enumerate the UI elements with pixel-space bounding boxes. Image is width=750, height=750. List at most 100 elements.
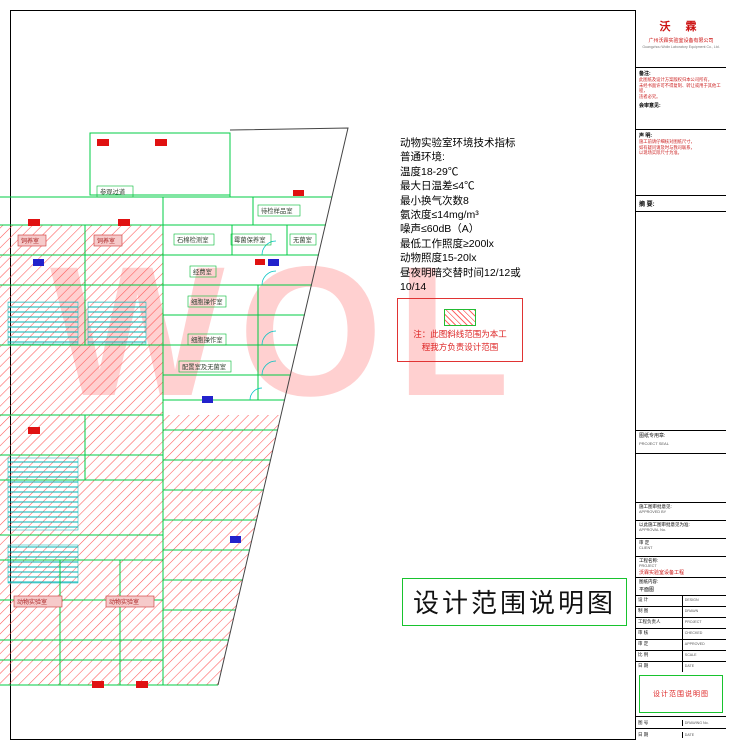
seal-label-en: PROJECT SEAL	[639, 441, 669, 446]
room-label: 经费室	[193, 267, 212, 276]
review-label: 会审意见:	[639, 103, 661, 110]
blue-door-markers	[33, 259, 279, 543]
signature-row: 审 定 APPROVED	[636, 639, 726, 650]
animal-rack-equipment	[7, 301, 147, 584]
room-label: 细胞操作室	[191, 297, 222, 306]
room-label: 动物实验室	[17, 598, 47, 606]
field-label-en: CLIENT	[639, 546, 653, 550]
drawing-title-box: 设计范围说明图	[402, 578, 628, 626]
company-logo-block: 沃 霖 广州沃霖实验室设备有限公司 Guangzhou Wolin Labora…	[636, 10, 726, 68]
field-row: 施工图审批意见: APPROVED BY	[636, 502, 726, 520]
statement-label: 声 明:	[639, 133, 653, 139]
signature-row: 设 计 DESIGN	[636, 595, 726, 606]
red-door-markers	[28, 139, 304, 688]
signature-label-en: SCALE	[684, 653, 697, 657]
signature-label: 制 图	[636, 607, 683, 617]
field-row: 工程名称: PROJECT 沃霖实验室设备工程	[636, 556, 726, 577]
legend-note-line2: 程我方负责设计范围	[421, 341, 499, 352]
signature-label-en: CHECKED	[684, 631, 703, 635]
door-arcs	[249, 240, 277, 401]
empty-area	[636, 212, 726, 430]
bottom-label: 日 期	[636, 731, 683, 738]
signature-row: 日 期 DATE	[636, 661, 726, 672]
bottom-label-en: DRAWING No.	[684, 720, 709, 725]
field-row: 图纸内容: 平面图	[636, 577, 726, 595]
seal-section: 图纸专用章: PROJECT SEAL	[636, 430, 726, 454]
signature-row: 审 核 CHECKED	[636, 628, 726, 639]
field-label-en: APPROVAL No.	[639, 528, 667, 532]
signature-row: 比 例 SCALE	[636, 650, 726, 661]
signature-label-en: DATE	[684, 664, 695, 668]
signature-label: 比 例	[636, 651, 683, 661]
abstract-label: 摘 要:	[636, 196, 726, 212]
field-label: 审 定	[639, 540, 650, 545]
room-label: 霉菌保养室	[234, 235, 265, 244]
note-line: 违者必究。	[639, 93, 661, 99]
company-name: 广州沃霖实验室设备有限公司	[648, 38, 714, 44]
sheet-content-value: 平面图	[639, 587, 655, 593]
spec-line: 氨浓度≤14mg/m³	[400, 209, 479, 222]
room-label: 饲养室	[21, 237, 39, 245]
room-label: 参观过道	[100, 187, 126, 196]
room-labels: 参观过道 待检样品室 石棉检测室 霉菌保养室 无菌室 经费室 细胞操作室 细胞操…	[17, 187, 312, 606]
project-name-value: 沃霖实验室设备工程	[639, 570, 685, 576]
statement-section: 声 明: 施工前请仔细核对图纸尺寸， 如有疑问请及时与我司联系， 以现场实际尺寸…	[636, 130, 726, 196]
note-line: 未经书面许可不得复制、转让或用于其他工程，	[639, 82, 721, 94]
statement-line: 如有疑问请及时与我司联系，	[639, 144, 695, 150]
bottom-label: 图 号	[636, 719, 683, 726]
company-logo: 沃 霖	[659, 21, 703, 33]
empty-area	[636, 454, 726, 502]
plan-walls	[0, 132, 332, 686]
room-label: 动物实验室	[109, 598, 139, 606]
drawing-title: 设计范围说明图	[413, 588, 617, 618]
spec-line: 动物实验室环境技术指标	[400, 137, 516, 149]
room-label-boxes	[13, 185, 317, 608]
signature-label: 工程负责人	[636, 618, 683, 628]
signature-label-en: DESIGN	[684, 598, 699, 602]
spec-line: 温度18-29℃	[400, 165, 459, 178]
room-label: 无菌室	[293, 235, 312, 244]
company-name-en: Guangzhou Wolin Laboratory Equipment Co.…	[642, 45, 720, 49]
field-label-en: APPROVED BY	[639, 510, 667, 514]
site-boundary-line	[217, 127, 349, 686]
signature-label: 审 定	[636, 640, 683, 650]
bottom-row: 图 号 DRAWING No.	[636, 716, 726, 728]
room-label: 细胞操作室	[191, 335, 222, 344]
sheet-title: 设计范围说明图	[653, 691, 709, 698]
signature-label: 设 计	[636, 596, 683, 606]
spec-line: 噪声≤60dB（A）	[400, 223, 480, 236]
statement-line: 施工前请仔细核对图纸尺寸，	[639, 139, 695, 144]
notes-label: 备注:	[639, 71, 651, 77]
room-label: 饲养室	[97, 237, 115, 245]
field-label: 施工图审批意见:	[639, 504, 672, 509]
field-label: 工程名称:	[639, 558, 659, 563]
spec-line: 最大日温差≤4℃	[400, 180, 475, 193]
field-row: 以此施工图审批意见为准: APPROVAL No.	[636, 520, 726, 538]
spec-line: 动物照度15-20lx	[400, 252, 477, 265]
spec-line: 昼夜明暗交替时间12/12或	[400, 266, 521, 279]
seal-label: 图纸专用章:	[639, 433, 666, 439]
bottom-label-en: DATE	[684, 732, 695, 737]
notes-section: 备注: 此图纸及设计方案版权归本公司所有， 未经书面许可不得复制、转让或用于其他…	[636, 68, 726, 130]
field-label: 图纸内容:	[639, 579, 659, 584]
note-line: 此图纸及设计方案版权归本公司所有，	[639, 77, 713, 82]
signature-label: 日 期	[636, 662, 683, 672]
field-label-en: PROJECT	[639, 564, 657, 568]
signature-label-en: DRAWN	[684, 609, 699, 613]
legend-box: 注：此图斜线范围为本工 程我方负责设计范围	[397, 298, 523, 362]
spec-text-block: 动物实验室环境技术指标 普通环境: 温度18-29℃ 最大日温差≤4℃ 最小换气…	[400, 136, 580, 294]
spec-line: 最小换气次数8	[400, 194, 469, 207]
spec-line: 10/14	[400, 281, 427, 294]
legend-note-line1: 注：此图斜线范围为本工	[413, 328, 507, 339]
signature-row: 制 图 DRAWN	[636, 606, 726, 617]
bottom-row: 日 期 DATE	[636, 728, 726, 740]
room-label: 石棉检测室	[177, 235, 208, 244]
field-row: 审 定 CLIENT	[636, 538, 726, 556]
hatch-swatch	[444, 308, 476, 326]
signature-row: 工程负责人 PROJECT	[636, 617, 726, 628]
signature-label: 审 核	[636, 629, 683, 639]
field-label: 以此施工图审批意见为准:	[639, 522, 690, 527]
room-label: 配置室及无菌室	[182, 362, 226, 371]
sheet-title-box: 设计范围说明图	[639, 675, 723, 713]
